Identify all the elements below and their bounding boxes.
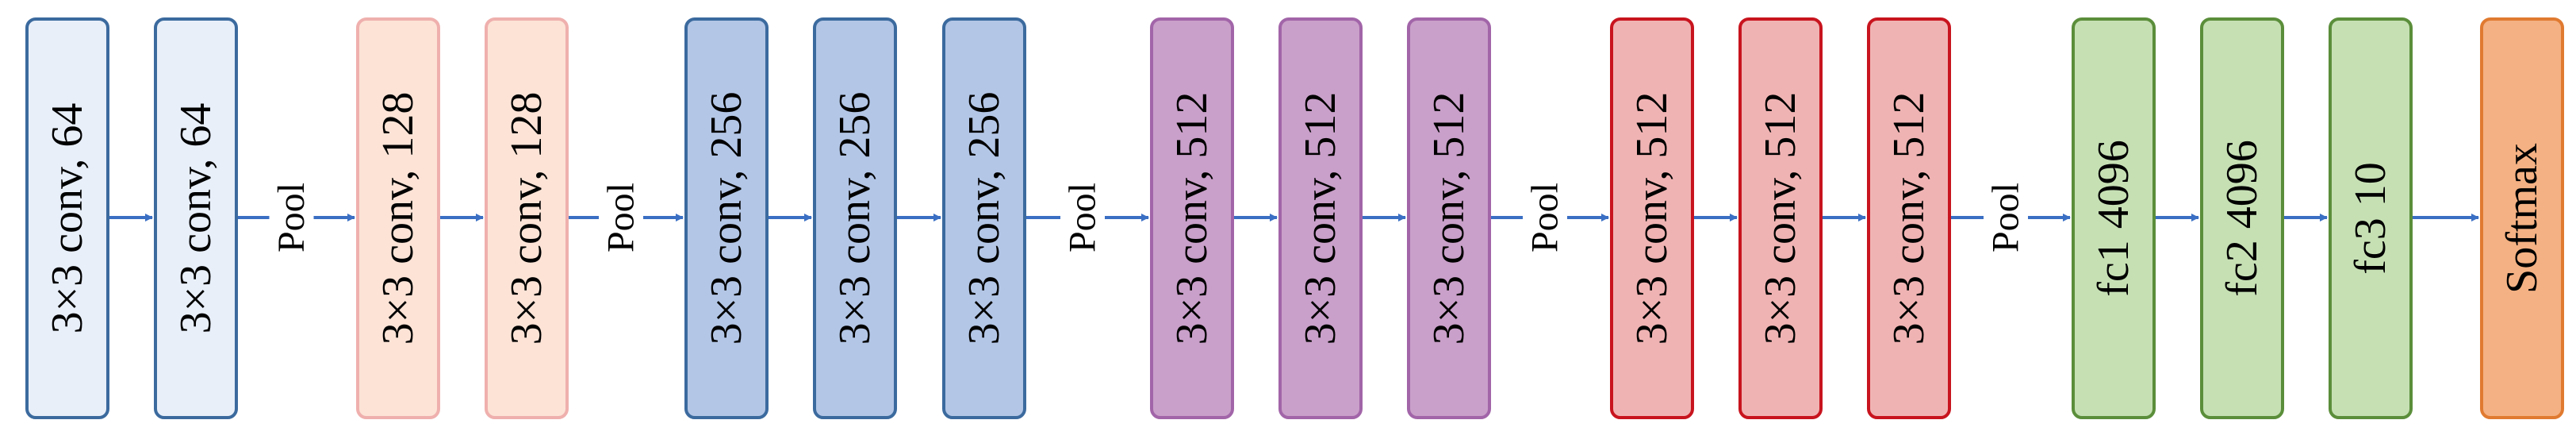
layer-block: 3×3 conv, 256	[684, 17, 769, 419]
layer-block-box	[684, 17, 769, 419]
layer-block-box	[1610, 17, 1694, 419]
layer-block: fc1 4096	[2072, 17, 2156, 419]
layer-label: 3×3 conv, 512	[1756, 92, 1805, 345]
layer-block-box	[942, 17, 1026, 419]
pool-label: Pool	[270, 183, 312, 252]
layer-label: Softmax	[2497, 143, 2547, 294]
layer-label: 3×3 conv, 256	[830, 92, 880, 345]
layer-blocks: 3×3 conv, 64 3×3 conv, 64 3×3 conv, 128 3×3…	[25, 17, 2564, 419]
layer-block: Softmax	[2480, 17, 2564, 419]
layer-block-box	[813, 17, 897, 419]
layer-label: 3×3 conv, 512	[1884, 92, 1934, 345]
layer-label: 3×3 conv, 256	[960, 92, 1009, 345]
layer-block: 3×3 conv, 64	[154, 17, 238, 419]
pool-label-background	[1984, 173, 2028, 262]
pool-label: Pool	[600, 183, 642, 252]
layer-label: 3×3 conv, 256	[702, 92, 751, 345]
layer-label: fc3 10	[2346, 162, 2395, 275]
pool-labels: Pool Pool Pool Pool Pool	[269, 173, 2028, 262]
layer-block-box	[1278, 17, 1363, 419]
layer-block-box	[2480, 17, 2564, 419]
layer-block: 3×3 conv, 512	[1407, 17, 1491, 419]
layer-block-box	[1407, 17, 1491, 419]
layer-block: fc3 10	[2329, 17, 2413, 419]
pool-label: Pool	[1524, 183, 1566, 252]
layer-label: 3×3 conv, 512	[1296, 92, 1345, 345]
layer-block-box	[2329, 17, 2413, 419]
layer-label: fc1 4096	[2089, 140, 2138, 297]
layer-block: 3×3 conv, 512	[1867, 17, 1951, 419]
layer-block-box	[1150, 17, 1234, 419]
layer-block: 3×3 conv, 128	[356, 17, 440, 419]
layer-block-box	[1867, 17, 1951, 419]
layer-block-box	[1738, 17, 1823, 419]
layer-label: fc2 4096	[2218, 140, 2267, 297]
layer-label: 3×3 conv, 128	[502, 92, 551, 345]
pool-label-background	[1523, 173, 1567, 262]
layer-block: 3×3 conv, 256	[942, 17, 1026, 419]
layer-block-box	[25, 17, 109, 419]
layer-label: 3×3 conv, 64	[171, 103, 220, 334]
layer-block-box	[2072, 17, 2156, 419]
layer-label: 3×3 conv, 512	[1167, 92, 1217, 345]
layer-block: 3×3 conv, 256	[813, 17, 897, 419]
layer-label: 3×3 conv, 64	[43, 103, 92, 334]
layer-block-box	[2200, 17, 2284, 419]
layer-label: 3×3 conv, 512	[1627, 92, 1677, 345]
pool-label-background	[599, 173, 643, 262]
layer-block: 3×3 conv, 512	[1150, 17, 1234, 419]
pool-label: Pool	[1062, 183, 1104, 252]
layer-block: 3×3 conv, 512	[1738, 17, 1823, 419]
layer-label: 3×3 conv, 512	[1424, 92, 1474, 345]
layer-block: fc2 4096	[2200, 17, 2284, 419]
layer-block: 3×3 conv, 512	[1278, 17, 1363, 419]
pool-label-background	[269, 173, 314, 262]
layer-block: 3×3 conv, 512	[1610, 17, 1694, 419]
layer-block-box	[356, 17, 440, 419]
layer-block-box	[154, 17, 238, 419]
layer-block-box	[485, 17, 569, 419]
layer-label: 3×3 conv, 128	[374, 92, 423, 345]
layer-block: 3×3 conv, 128	[485, 17, 569, 419]
pool-label-background	[1060, 173, 1105, 262]
layer-block: 3×3 conv, 64	[25, 17, 109, 419]
pool-label: Pool	[1985, 183, 2027, 252]
